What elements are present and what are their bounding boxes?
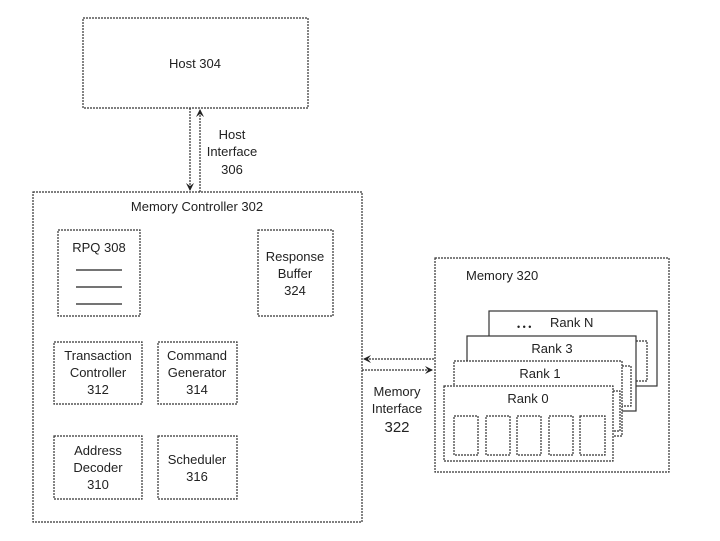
command-generator-block: Command Generator 314 bbox=[157, 341, 238, 405]
scheduler-line-2: 316 bbox=[186, 469, 208, 484]
memory-chip bbox=[453, 415, 479, 456]
rank-n-label: Rank N bbox=[550, 315, 593, 330]
host-interface-line-2: Interface bbox=[207, 144, 258, 159]
response-buffer-line-1: Response bbox=[266, 249, 325, 264]
address-decoder-line-1: Address bbox=[74, 443, 122, 458]
memory-interface-line-3: 322 bbox=[384, 419, 409, 436]
rank-1-label: Rank 1 bbox=[519, 366, 560, 381]
address-decoder-block: Address Decoder 310 bbox=[53, 435, 143, 500]
memory-interface-line-1: Memory bbox=[374, 384, 421, 399]
command-generator-line-1: Command bbox=[167, 348, 227, 363]
scheduler-line-1: Scheduler bbox=[168, 452, 227, 467]
memory-controller-block: Memory Controller 302 RPQ 308 Response B… bbox=[32, 191, 363, 523]
memory-chip bbox=[485, 415, 511, 456]
command-generator-line-3: 314 bbox=[186, 382, 208, 397]
transaction-controller-line-3: 312 bbox=[87, 382, 109, 397]
address-decoder-line-3: 310 bbox=[87, 477, 109, 492]
address-decoder-line-2: Decoder bbox=[73, 460, 123, 475]
host-block: Host 304 bbox=[82, 17, 309, 109]
host-interface: Host Interface 306 bbox=[186, 108, 258, 192]
rank-0-label: Rank 0 bbox=[507, 391, 548, 406]
memory-chip bbox=[579, 415, 606, 456]
transaction-controller-block: Transaction Controller 312 bbox=[53, 341, 143, 405]
response-buffer-line-3: 324 bbox=[284, 283, 306, 298]
memory-chip bbox=[548, 415, 574, 456]
scheduler-block: Scheduler 316 bbox=[157, 435, 238, 500]
memory-chip bbox=[516, 415, 542, 456]
response-buffer-block: Response Buffer 324 bbox=[257, 229, 334, 317]
memory-label: Memory 320 bbox=[466, 268, 538, 283]
transaction-controller-line-2: Controller bbox=[70, 365, 127, 380]
memory-block: Memory 320 • • • Rank N Rank 3 Rank 1 Ra… bbox=[434, 257, 670, 473]
rpq-label: RPQ 308 bbox=[72, 240, 125, 255]
host-label: Host 304 bbox=[169, 56, 221, 71]
rank-0: Rank 0 bbox=[443, 385, 621, 462]
memory-interface-line-2: Interface bbox=[372, 401, 423, 416]
rpq-block: RPQ 308 bbox=[57, 229, 141, 317]
host-interface-line-1: Host bbox=[219, 127, 246, 142]
memory-controller-label: Memory Controller 302 bbox=[131, 199, 263, 214]
host-interface-line-3: 306 bbox=[221, 162, 243, 177]
response-buffer-line-2: Buffer bbox=[278, 266, 313, 281]
memory-interface: Memory Interface 322 bbox=[362, 355, 434, 436]
command-generator-line-2: Generator bbox=[168, 365, 227, 380]
rank-3-label: Rank 3 bbox=[531, 341, 572, 356]
transaction-controller-line-1: Transaction bbox=[64, 348, 131, 363]
rank-ellipsis: • • • bbox=[517, 322, 531, 332]
